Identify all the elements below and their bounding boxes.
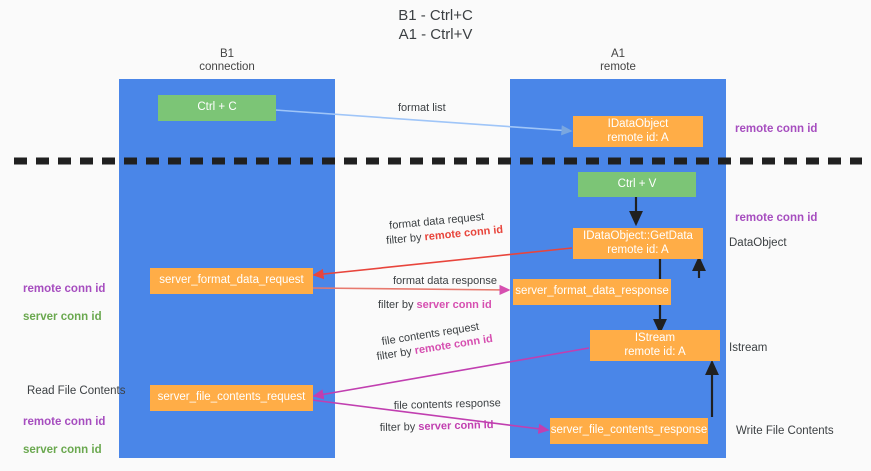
- filter-key-server-conn-id: server conn id: [418, 419, 494, 433]
- filter-prefix: filter by: [385, 231, 426, 248]
- edge-label-file-contents-response-filter: filter by server conn id: [380, 418, 494, 436]
- page-title: B1 - Ctrl+C A1 - Ctrl+V: [398, 7, 473, 43]
- edge-label-file-contents-response: file contents response: [394, 396, 501, 414]
- annotation-server-conn-id: server conn id: [23, 444, 102, 456]
- annotation-remote-conn-id-top: remote conn id: [735, 123, 818, 135]
- annotation-read-file-contents: Read File Contents: [27, 385, 126, 397]
- node-server-file-contents-response[interactable]: server_file_contents_response: [550, 418, 708, 444]
- annotation-istream: Istream: [729, 342, 768, 354]
- edge-label-format-data-response-filter: filter by server conn id: [378, 298, 492, 313]
- annotation-conn-ids-mid: remote conn id server conn id: [23, 268, 105, 338]
- annotation-server-conn-id: server conn id: [23, 311, 102, 323]
- annotation-remote-conn-id: remote conn id: [23, 283, 106, 295]
- node-server-file-contents-request[interactable]: server_file_contents_request: [150, 385, 313, 411]
- annotation-conn-ids-bottom: remote conn id server conn id: [23, 401, 105, 471]
- edge-label-file-contents-response-text: file contents response: [393, 397, 501, 413]
- node-server-format-data-request[interactable]: server_format_data_request: [150, 268, 313, 294]
- annotation-remote-conn-id: remote conn id: [23, 416, 106, 428]
- column-heading-b1: B1 connection: [199, 48, 255, 73]
- filter-prefix: filter by: [379, 420, 419, 435]
- node-ctrl-v[interactable]: Ctrl + V: [578, 172, 696, 197]
- column-heading-a1: A1 remote: [600, 48, 636, 73]
- node-server-format-data-response[interactable]: server_format_data_response: [513, 279, 671, 305]
- annotation-write-file-contents: Write File Contents: [736, 425, 834, 437]
- node-istream[interactable]: IStream remote id: A: [590, 330, 720, 361]
- node-idataobject[interactable]: IDataObject remote id: A: [573, 116, 703, 147]
- annotation-dataobject: DataObject: [729, 237, 787, 249]
- node-ctrl-c[interactable]: Ctrl + C: [158, 95, 276, 121]
- edge-label-format-list: format list: [398, 102, 446, 114]
- filter-prefix: filter by: [378, 299, 417, 311]
- node-idataobject-getdata[interactable]: IDataObject::GetData remote id: A: [573, 228, 703, 259]
- annotation-remote-conn-id-mid: remote conn id: [735, 212, 818, 224]
- filter-key-server-conn-id: server conn id: [416, 299, 492, 311]
- edge-label-format-data-response: format data response: [393, 275, 497, 287]
